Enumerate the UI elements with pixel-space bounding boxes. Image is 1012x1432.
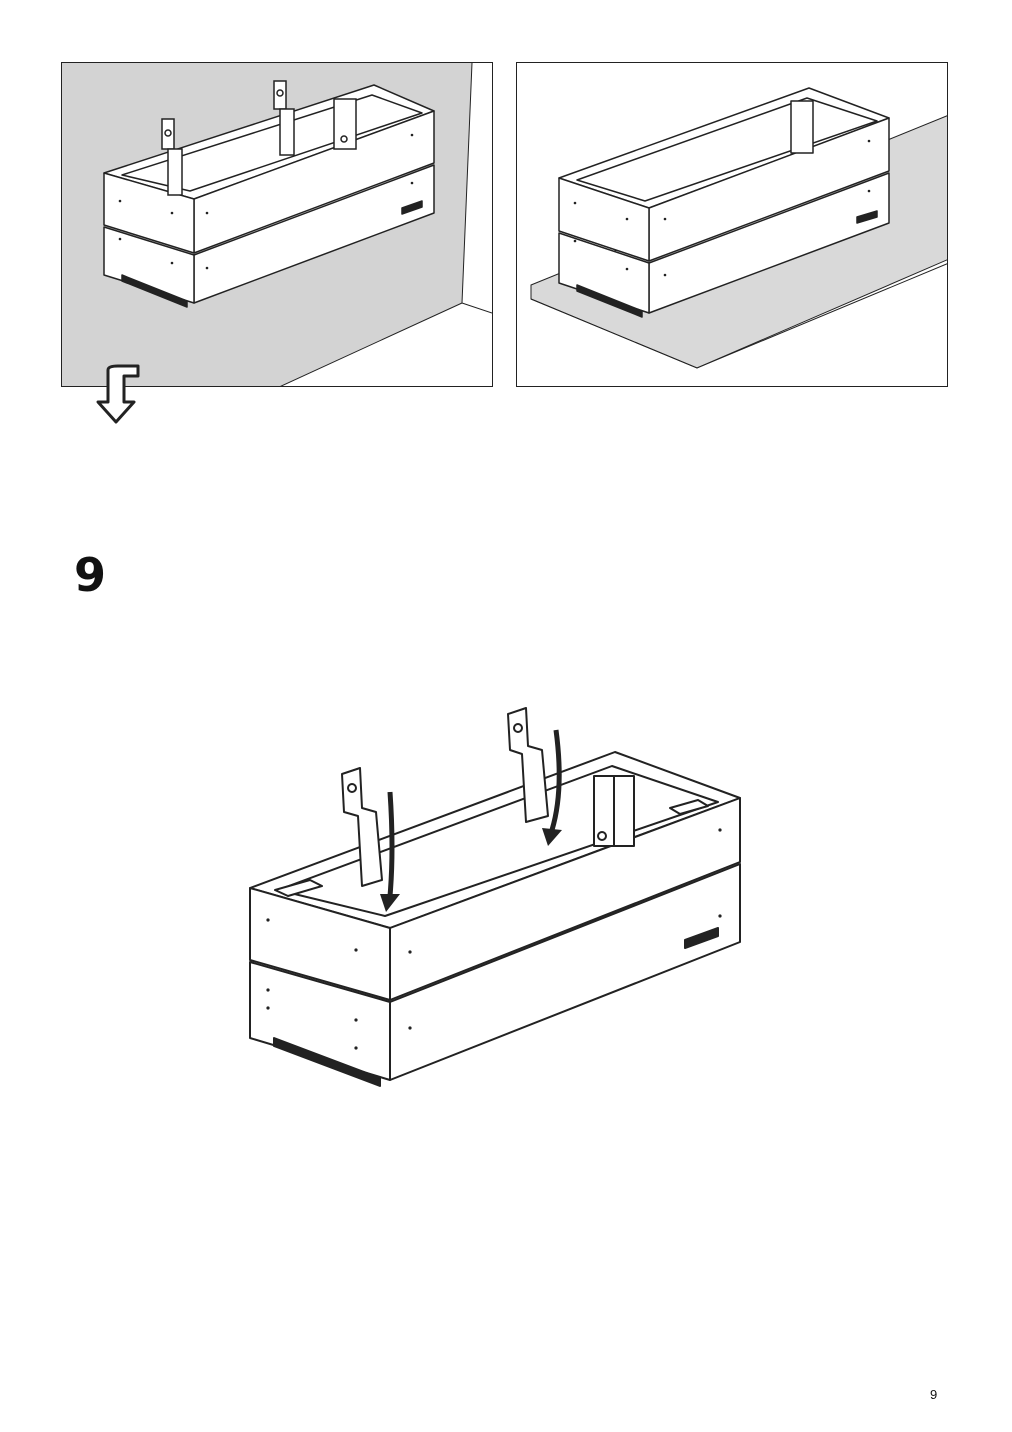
illustration-planter-against-wall bbox=[61, 62, 493, 387]
illustration-insert-brackets bbox=[230, 690, 770, 1100]
turn-over-arrow-icon bbox=[90, 362, 142, 426]
clip-left bbox=[274, 879, 323, 897]
wall-scene-drawing bbox=[62, 63, 492, 386]
illustration-planter-on-floor bbox=[516, 62, 948, 387]
step-number: 9 bbox=[74, 548, 107, 602]
bracket-left bbox=[341, 767, 383, 887]
floor-line bbox=[280, 302, 463, 386]
bracket-right bbox=[507, 707, 549, 823]
clip-right bbox=[669, 799, 709, 815]
wall-brackets bbox=[341, 707, 549, 887]
planter-box bbox=[249, 751, 741, 1087]
screw-dots bbox=[266, 828, 722, 1050]
down-arrow-icon bbox=[380, 729, 562, 912]
screw-dots bbox=[118, 133, 414, 270]
screw-dots bbox=[573, 139, 871, 277]
page-number: 9 bbox=[930, 1387, 938, 1402]
bracket-right bbox=[273, 80, 287, 110]
corner-post bbox=[790, 100, 814, 154]
wall-brackets bbox=[161, 80, 357, 196]
bracket-insertion-drawing bbox=[249, 707, 741, 1087]
corner-post bbox=[333, 98, 357, 150]
floor-scene-drawing bbox=[530, 87, 947, 369]
bracket-left bbox=[161, 118, 175, 150]
planter-box bbox=[558, 87, 890, 318]
